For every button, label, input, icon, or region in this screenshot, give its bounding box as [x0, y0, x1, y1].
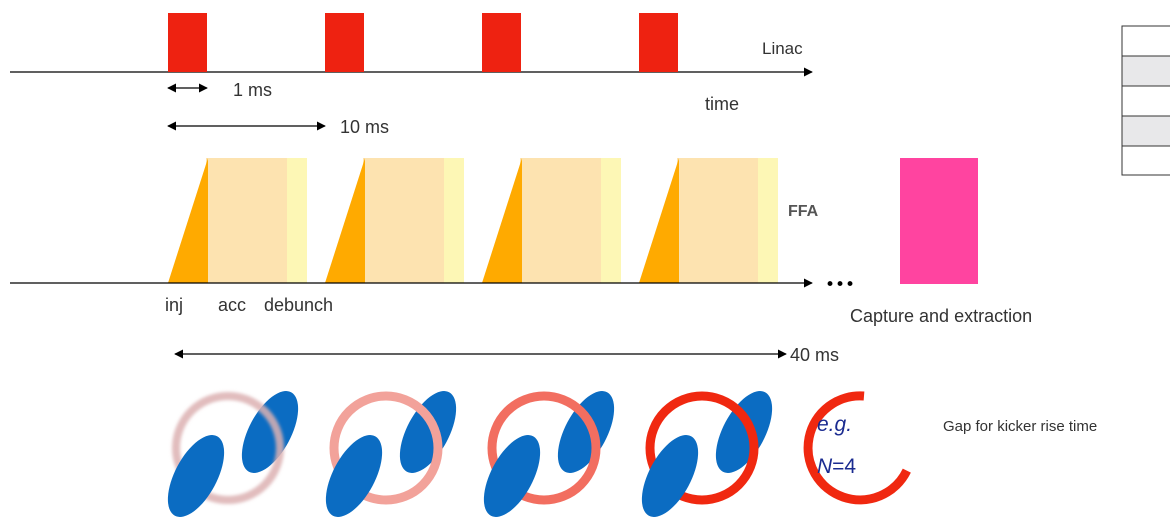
acceleration-block	[206, 158, 287, 283]
debunch-block	[287, 158, 307, 283]
table-row	[1121, 85, 1170, 117]
debunch-block	[758, 158, 778, 283]
acc-label: acc	[218, 295, 246, 315]
acceleration-block	[677, 158, 758, 283]
table-row	[1121, 115, 1170, 147]
acceleration-block	[363, 158, 444, 283]
debunch-block	[601, 158, 621, 283]
table-row	[1121, 145, 1170, 176]
n-symbol: N	[817, 455, 833, 478]
debunch-label: debunch	[264, 295, 333, 315]
corner-table	[1121, 25, 1170, 176]
ffa-cycle	[168, 158, 307, 283]
acceleration-block	[520, 158, 601, 283]
continuation-dots: •••	[825, 275, 855, 295]
capture-extraction-label: Capture and extraction	[850, 306, 1032, 326]
injection-ramp	[168, 158, 208, 283]
linac-label: Linac	[762, 39, 803, 58]
beam-ring	[167, 391, 299, 517]
beam-bunch	[715, 391, 773, 473]
beam-bunch	[557, 391, 615, 473]
debunch-block	[444, 158, 464, 283]
n-equals-label: N=4	[817, 455, 856, 478]
beam-bunch	[641, 435, 699, 517]
beam-bunch	[167, 435, 225, 517]
ffa-cycles	[168, 158, 778, 283]
linac-pulse	[482, 13, 521, 72]
extraction-ring-with-gap	[803, 391, 911, 505]
accelerator-ring	[487, 391, 601, 505]
n-value: =4	[832, 455, 856, 478]
linac-pulse	[325, 13, 364, 72]
beam-ring	[641, 391, 773, 517]
table-row	[1121, 55, 1170, 87]
beam-ring	[483, 391, 615, 517]
beam-bunch	[241, 391, 299, 473]
pulse-width-label: 1 ms	[233, 80, 272, 100]
kicker-gap-note: Gap for kicker rise time	[943, 418, 1097, 435]
time-label: time	[705, 94, 739, 114]
capture-extraction-block	[900, 158, 978, 284]
ffa-cycle	[325, 158, 464, 283]
total-duration-label: 40 ms	[790, 345, 839, 365]
injection-ramp	[325, 158, 365, 283]
beam-ring	[325, 391, 457, 517]
inj-label: inj	[165, 295, 183, 315]
accelerator-ring	[172, 392, 284, 504]
accelerator-ring	[329, 391, 443, 505]
beam-bunch	[399, 391, 457, 473]
accelerator-ring	[645, 391, 759, 505]
ffa-cycle	[482, 158, 621, 283]
linac-pulse	[639, 13, 678, 72]
ffa-row: FFA ••• Capture and extraction inj acc d…	[10, 158, 1032, 365]
ffa-cycle	[639, 158, 778, 283]
pulse-period-label: 10 ms	[340, 117, 389, 137]
eg-label: e.g.	[817, 413, 852, 436]
beam-bunch	[325, 435, 383, 517]
linac-pulses	[168, 13, 678, 72]
table-row	[1121, 25, 1170, 57]
injection-ramp	[639, 158, 679, 283]
beam-ring	[803, 391, 911, 505]
linac-pulse	[168, 13, 207, 72]
ring-sequence	[167, 391, 911, 517]
linac-row: Linac time 1 ms 10 ms	[10, 13, 813, 137]
beam-bunch	[483, 435, 541, 517]
injection-ramp	[482, 158, 522, 283]
ffa-label: FFA	[788, 203, 819, 220]
